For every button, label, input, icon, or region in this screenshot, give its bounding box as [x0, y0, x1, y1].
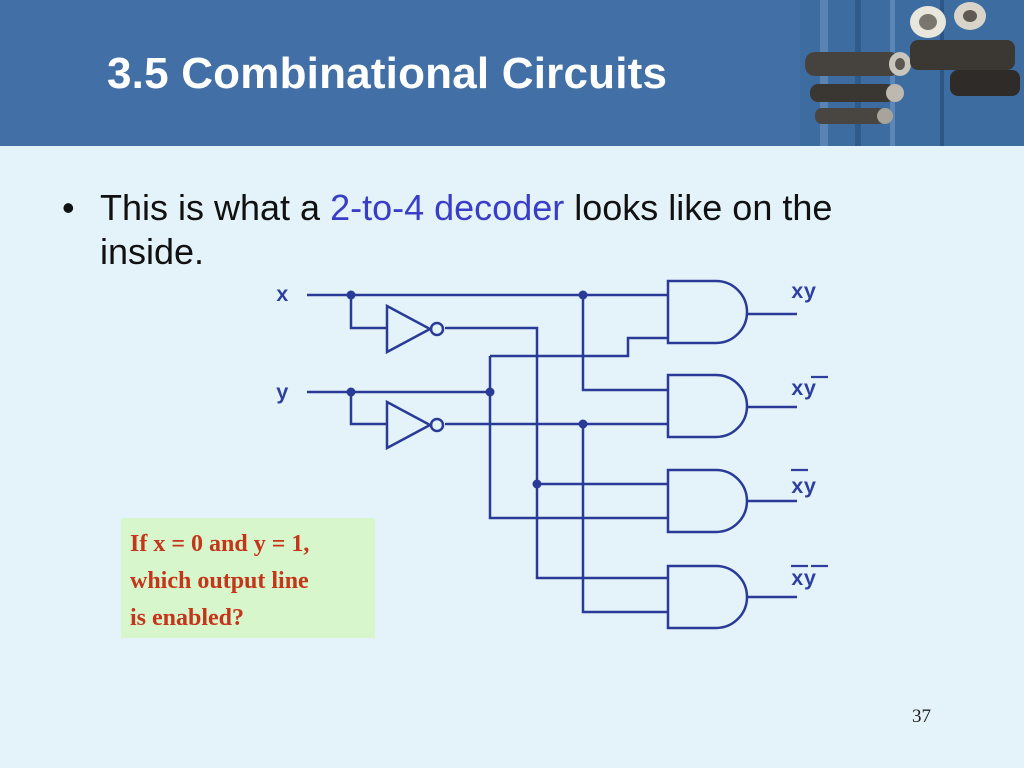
- decoder-circuit-diagram: x y xy xy xy xy: [276, 279, 828, 630]
- and-gate-2: [666, 373, 797, 439]
- and-gate-4: [666, 564, 797, 630]
- callout-text: If x = 0 and y = 1, which output line is…: [130, 526, 309, 637]
- junction-dots: [346, 290, 588, 489]
- callout-line-2: which output line: [130, 568, 309, 594]
- bullet-marker: •: [62, 187, 75, 228]
- bullet-text-end: looks like on the inside.: [100, 187, 833, 272]
- output-label-4: xy: [791, 569, 817, 592]
- callout-line-3: is enabled?: [130, 605, 245, 631]
- slide-header: 3.5 Combinational Circuits: [0, 0, 1024, 146]
- page-number: 37: [912, 706, 931, 727]
- not-gate-x: [385, 303, 445, 355]
- output-label-1: xy: [791, 282, 817, 305]
- bullet-text-start: This is what a: [100, 187, 331, 228]
- output-label-2: xy: [791, 379, 817, 402]
- question-callout: If x = 0 and y = 1, which output line is…: [121, 518, 375, 638]
- output-label-3: xy: [791, 477, 817, 500]
- not-gate-y: [385, 399, 445, 451]
- input-label-x: x: [276, 285, 289, 308]
- circuit-wires: [307, 293, 667, 614]
- input-label-y: y: [276, 383, 289, 406]
- header-decoration-image: [800, 0, 1024, 146]
- and-gate-3: [666, 468, 797, 534]
- and-gate-1: [666, 279, 797, 345]
- callout-line-1: If x = 0 and y = 1,: [130, 531, 310, 557]
- slide-title: 3.5 Combinational Circuits: [107, 49, 668, 98]
- bullet-text: This is what a 2-to-4 decoder looks like…: [100, 186, 920, 274]
- bullet-highlight: 2-to-4 decoder: [330, 187, 565, 228]
